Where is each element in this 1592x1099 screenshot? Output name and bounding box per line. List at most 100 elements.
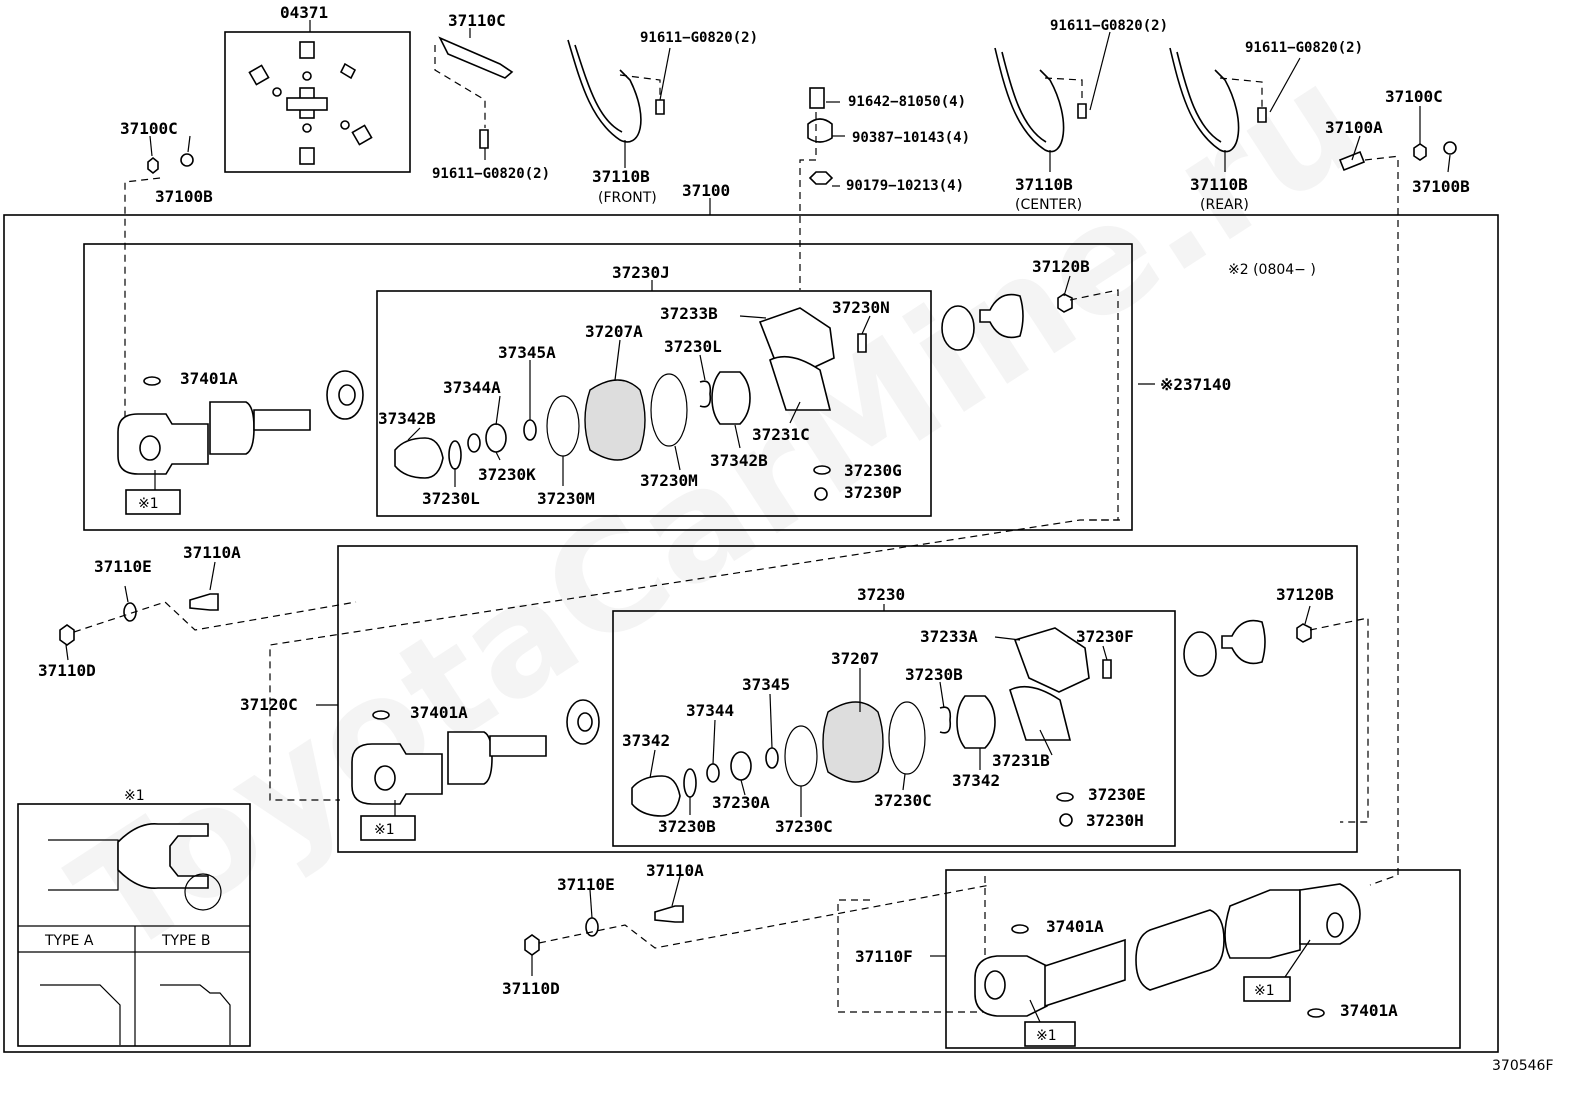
middle-shaft-frame <box>337 545 1358 853</box>
bearing-kit-frame-37230J <box>376 290 932 517</box>
label-37342B-left: 37342B <box>378 409 436 428</box>
label-37230C-right: 37230C <box>874 791 932 810</box>
connector-dash-upper <box>269 519 1120 801</box>
leader-lines <box>65 20 1451 976</box>
label-90387: 90387−10143(4) <box>852 130 970 146</box>
rear-shaft-frame <box>945 869 1461 1049</box>
part-labels: 04371 37110C 91611−G0820(2) 91611−G0820(… <box>38 3 1554 1074</box>
label-37230B-top: 37230B <box>905 665 963 684</box>
label-37344: 37344 <box>686 701 734 720</box>
type-b-profile <box>160 984 231 1045</box>
label-rear: (REAR) <box>1200 197 1249 213</box>
label-37230E: 37230E <box>1088 785 1146 804</box>
label-37401A-2: 37401A <box>410 703 468 722</box>
label-37110B-center: 37110B <box>1015 175 1073 194</box>
middle-flange-ring <box>566 699 600 745</box>
mark-c-text: ※1 <box>124 788 145 804</box>
hanger-center <box>994 47 1087 153</box>
bolt-37100A-right <box>1338 141 1457 172</box>
bolts-37110-lower <box>524 884 991 956</box>
label-37230N: 37230N <box>832 298 890 317</box>
upper-shaft-frame <box>83 243 1133 531</box>
upper-front-shaft <box>117 401 311 475</box>
label-37120B-top: 37120B <box>1032 257 1090 276</box>
label-37230G: 37230G <box>844 461 902 480</box>
hanger-front <box>567 39 665 143</box>
label-37233A: 37233A <box>920 627 978 646</box>
clips <box>143 376 1325 1018</box>
middle-rear-flange <box>1183 617 1369 823</box>
label-37100A-right: 37100A <box>1325 118 1383 137</box>
label-37230P: 37230P <box>844 483 902 502</box>
label-37230M-left: 37230M <box>537 489 595 508</box>
label-37110B-front: 37110B <box>592 167 650 186</box>
type-a-profile <box>40 984 121 1045</box>
label-37230L-top: 37230L <box>664 337 722 356</box>
label-37342-left: 37342 <box>622 731 670 750</box>
label-90179: 90179−10213(4) <box>846 178 964 194</box>
label-center: (CENTER) <box>1015 197 1082 213</box>
label-37100C-right: 37100C <box>1385 87 1443 106</box>
label-37230J: 37230J <box>612 263 670 282</box>
figure-id: 370546F <box>1492 1058 1554 1074</box>
label-37230L-bottom: 37230L <box>422 489 480 508</box>
label-37110A-1: 37110A <box>183 543 241 562</box>
label-37110F: 37110F <box>855 947 913 966</box>
label-91611-b: 91611−G0820(2) <box>1050 18 1168 34</box>
label-37110C: 37110C <box>448 11 506 30</box>
assembly-frame-37100 <box>3 214 1499 1053</box>
kit-box-04371 <box>224 31 411 173</box>
label-37401A-4: 37401A <box>1340 1001 1398 1020</box>
label-37100B-right: 37100B <box>1412 177 1470 196</box>
rear-shaft <box>974 883 1361 1017</box>
mark-box-e <box>1024 1021 1076 1047</box>
label-91642: 91642−81050(4) <box>848 94 966 110</box>
label-37230A: 37230A <box>712 793 770 812</box>
mark-d-text: ※1 <box>1254 983 1275 999</box>
label-37100B-left: 37100B <box>155 187 213 206</box>
mark-box-d <box>1243 976 1291 1002</box>
label-37207A: 37207A <box>585 322 643 341</box>
middle-front-shaft <box>351 731 547 805</box>
nuts-37100-left <box>124 153 194 420</box>
label-91611-d: 91611−G0820(2) <box>432 166 550 182</box>
label-37231C: 37231C <box>752 425 810 444</box>
label-37110E-2: 37110E <box>557 875 615 894</box>
mark-e-text: ※1 <box>1036 1028 1057 1044</box>
upper-flange-ring <box>326 370 364 420</box>
label-37110B-rear: 37110B <box>1190 175 1248 194</box>
label-37230B-bottom: 37230B <box>658 817 716 836</box>
bearing-kit-frame-37230 <box>612 610 1176 847</box>
label-91611-c: 91611−G0820(2) <box>1245 40 1363 56</box>
label-37207: 37207 <box>831 649 879 668</box>
label-37342B-right: 37342B <box>710 451 768 470</box>
mark-box-b <box>360 815 416 841</box>
label-37233B: 37233B <box>660 304 718 323</box>
label-37344A: 37344A <box>443 378 501 397</box>
label-37110A-2: 37110A <box>646 861 704 880</box>
type-b-label: TYPE B <box>161 933 210 949</box>
mark-box-a <box>125 489 181 515</box>
mark-b-text: ※1 <box>374 822 395 838</box>
label-37110D-1: 37110D <box>38 661 96 680</box>
label-37230H: 37230H <box>1086 811 1144 830</box>
label-37230: 37230 <box>857 585 905 604</box>
label-37342-right: 37342 <box>952 771 1000 790</box>
label-37231B: 37231B <box>992 751 1050 770</box>
upper-bearing-parts <box>394 307 867 479</box>
bracket-37110C <box>434 36 514 149</box>
upper-rear-flange <box>941 289 1119 521</box>
label-91611-a: 91611−G0820(2) <box>640 30 758 46</box>
spider-kit-parts <box>248 41 373 165</box>
bolts-37110-left <box>59 593 357 646</box>
label-37401A-1: 37401A <box>180 369 238 388</box>
label-37345: 37345 <box>742 675 790 694</box>
mount-hardware-stack <box>799 87 834 290</box>
label-37110E-1: 37110E <box>94 557 152 576</box>
connector-dash-rear <box>837 876 986 1013</box>
yoke-detail <box>48 823 222 911</box>
label-37100: 37100 <box>682 181 730 200</box>
type-a-label: TYPE A <box>44 933 94 949</box>
hanger-rear <box>1169 47 1267 153</box>
mark-a-text: ※1 <box>138 496 159 512</box>
